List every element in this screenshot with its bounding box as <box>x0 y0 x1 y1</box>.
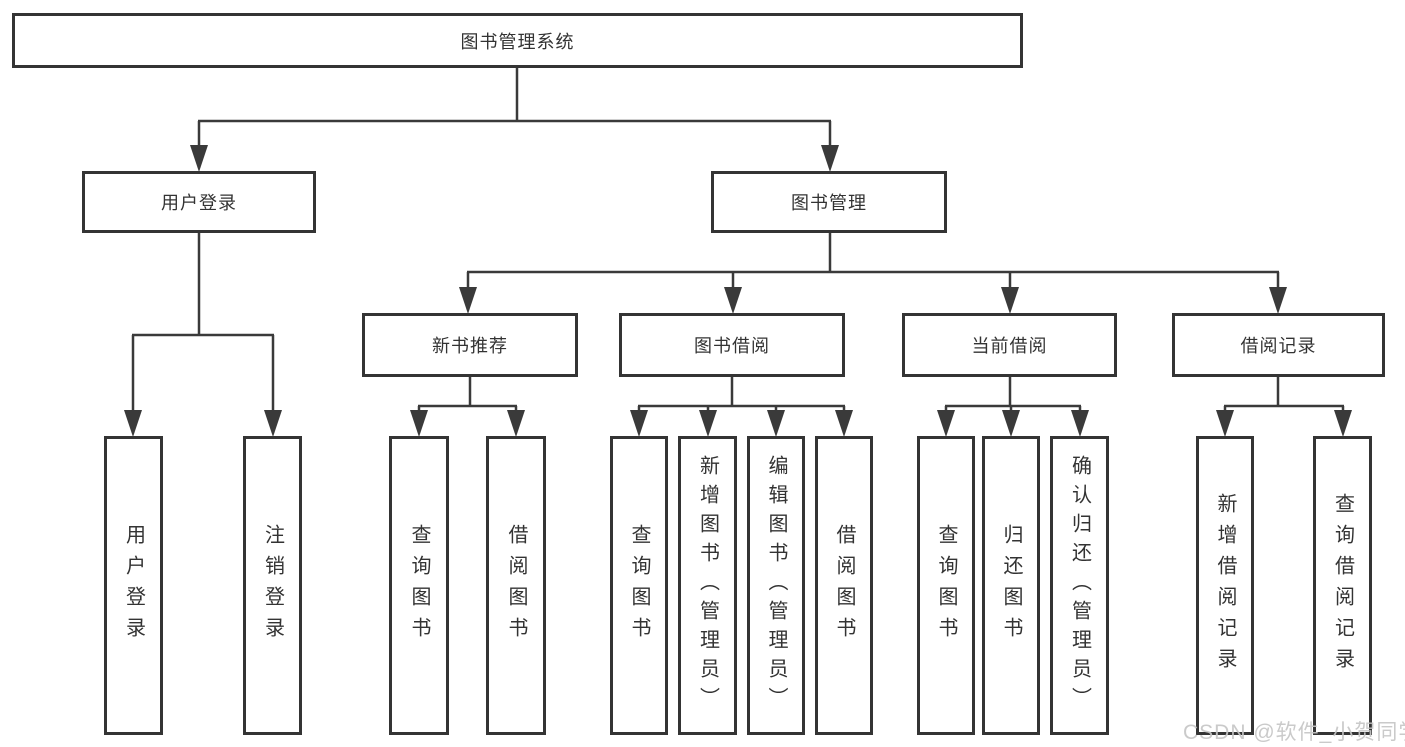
node-leaf-return-book: 归还图书 <box>982 436 1040 735</box>
node-leaf-borrow-book-1-label: 借阅图书 <box>505 523 527 648</box>
node-book-borrow: 图书借阅 <box>619 313 845 377</box>
node-leaf-borrow-book-1: 借阅图书 <box>486 436 546 735</box>
node-current-borrow-label: 当前借阅 <box>971 336 1048 356</box>
node-leaf-borrow-book-2: 借阅图书 <box>815 436 873 735</box>
node-leaf-user-login-label: 用户登录 <box>122 523 145 648</box>
node-leaf-add-borrow-record: 新增借阅记录 <box>1196 436 1254 735</box>
node-leaf-logout: 注销登录 <box>243 436 302 735</box>
node-leaf-confirm-return-admin-label: 确认归还（管理员） <box>1068 455 1091 716</box>
node-leaf-add-borrow-record-label: 新增借阅记录 <box>1214 492 1236 679</box>
arrowheads <box>124 145 1352 437</box>
node-leaf-edit-book-admin-label: 编辑图书（管理员） <box>765 455 787 716</box>
node-leaf-query-borrow-record-label: 查询借阅记录 <box>1331 492 1354 679</box>
node-new-book-recommend: 新书推荐 <box>362 313 578 377</box>
node-leaf-logout-label: 注销登录 <box>261 523 284 648</box>
node-user-login: 用户登录 <box>82 171 316 233</box>
node-root-label: 图书管理系统 <box>460 31 575 52</box>
node-new-book-recommend-label: 新书推荐 <box>432 336 508 356</box>
node-leaf-borrow-book-2-label: 借阅图书 <box>833 523 855 648</box>
node-leaf-add-book-admin-label: 新增图书（管理员） <box>696 455 719 716</box>
node-leaf-user-login: 用户登录 <box>104 436 163 735</box>
node-book-mgmt-label: 图书管理 <box>791 193 867 213</box>
node-leaf-edit-book-admin: 编辑图书（管理员） <box>747 436 805 735</box>
node-borrow-record: 借阅记录 <box>1172 313 1385 377</box>
node-leaf-query-book-1-label: 查询图书 <box>408 523 430 648</box>
node-leaf-query-book-2: 查询图书 <box>610 436 668 735</box>
node-current-borrow: 当前借阅 <box>902 313 1117 377</box>
node-leaf-confirm-return-admin: 确认归还（管理员） <box>1050 436 1109 735</box>
node-leaf-query-book-3-label: 查询图书 <box>935 523 957 648</box>
node-leaf-add-book-admin: 新增图书（管理员） <box>678 436 737 735</box>
node-leaf-return-book-label: 归还图书 <box>1000 523 1022 648</box>
node-book-mgmt: 图书管理 <box>711 171 947 233</box>
node-leaf-query-book-1: 查询图书 <box>389 436 449 735</box>
node-borrow-record-label: 借阅记录 <box>1240 336 1317 356</box>
node-leaf-query-book-3: 查询图书 <box>917 436 975 735</box>
node-user-login-label: 用户登录 <box>161 193 237 213</box>
node-book-borrow-label: 图书借阅 <box>694 336 770 356</box>
watermark-text: CSDN @软件_小贺同学 <box>1183 721 1405 744</box>
node-root: 图书管理系统 <box>12 13 1023 68</box>
node-leaf-query-borrow-record: 查询借阅记录 <box>1313 436 1372 735</box>
node-leaf-query-book-2-label: 查询图书 <box>628 523 650 648</box>
